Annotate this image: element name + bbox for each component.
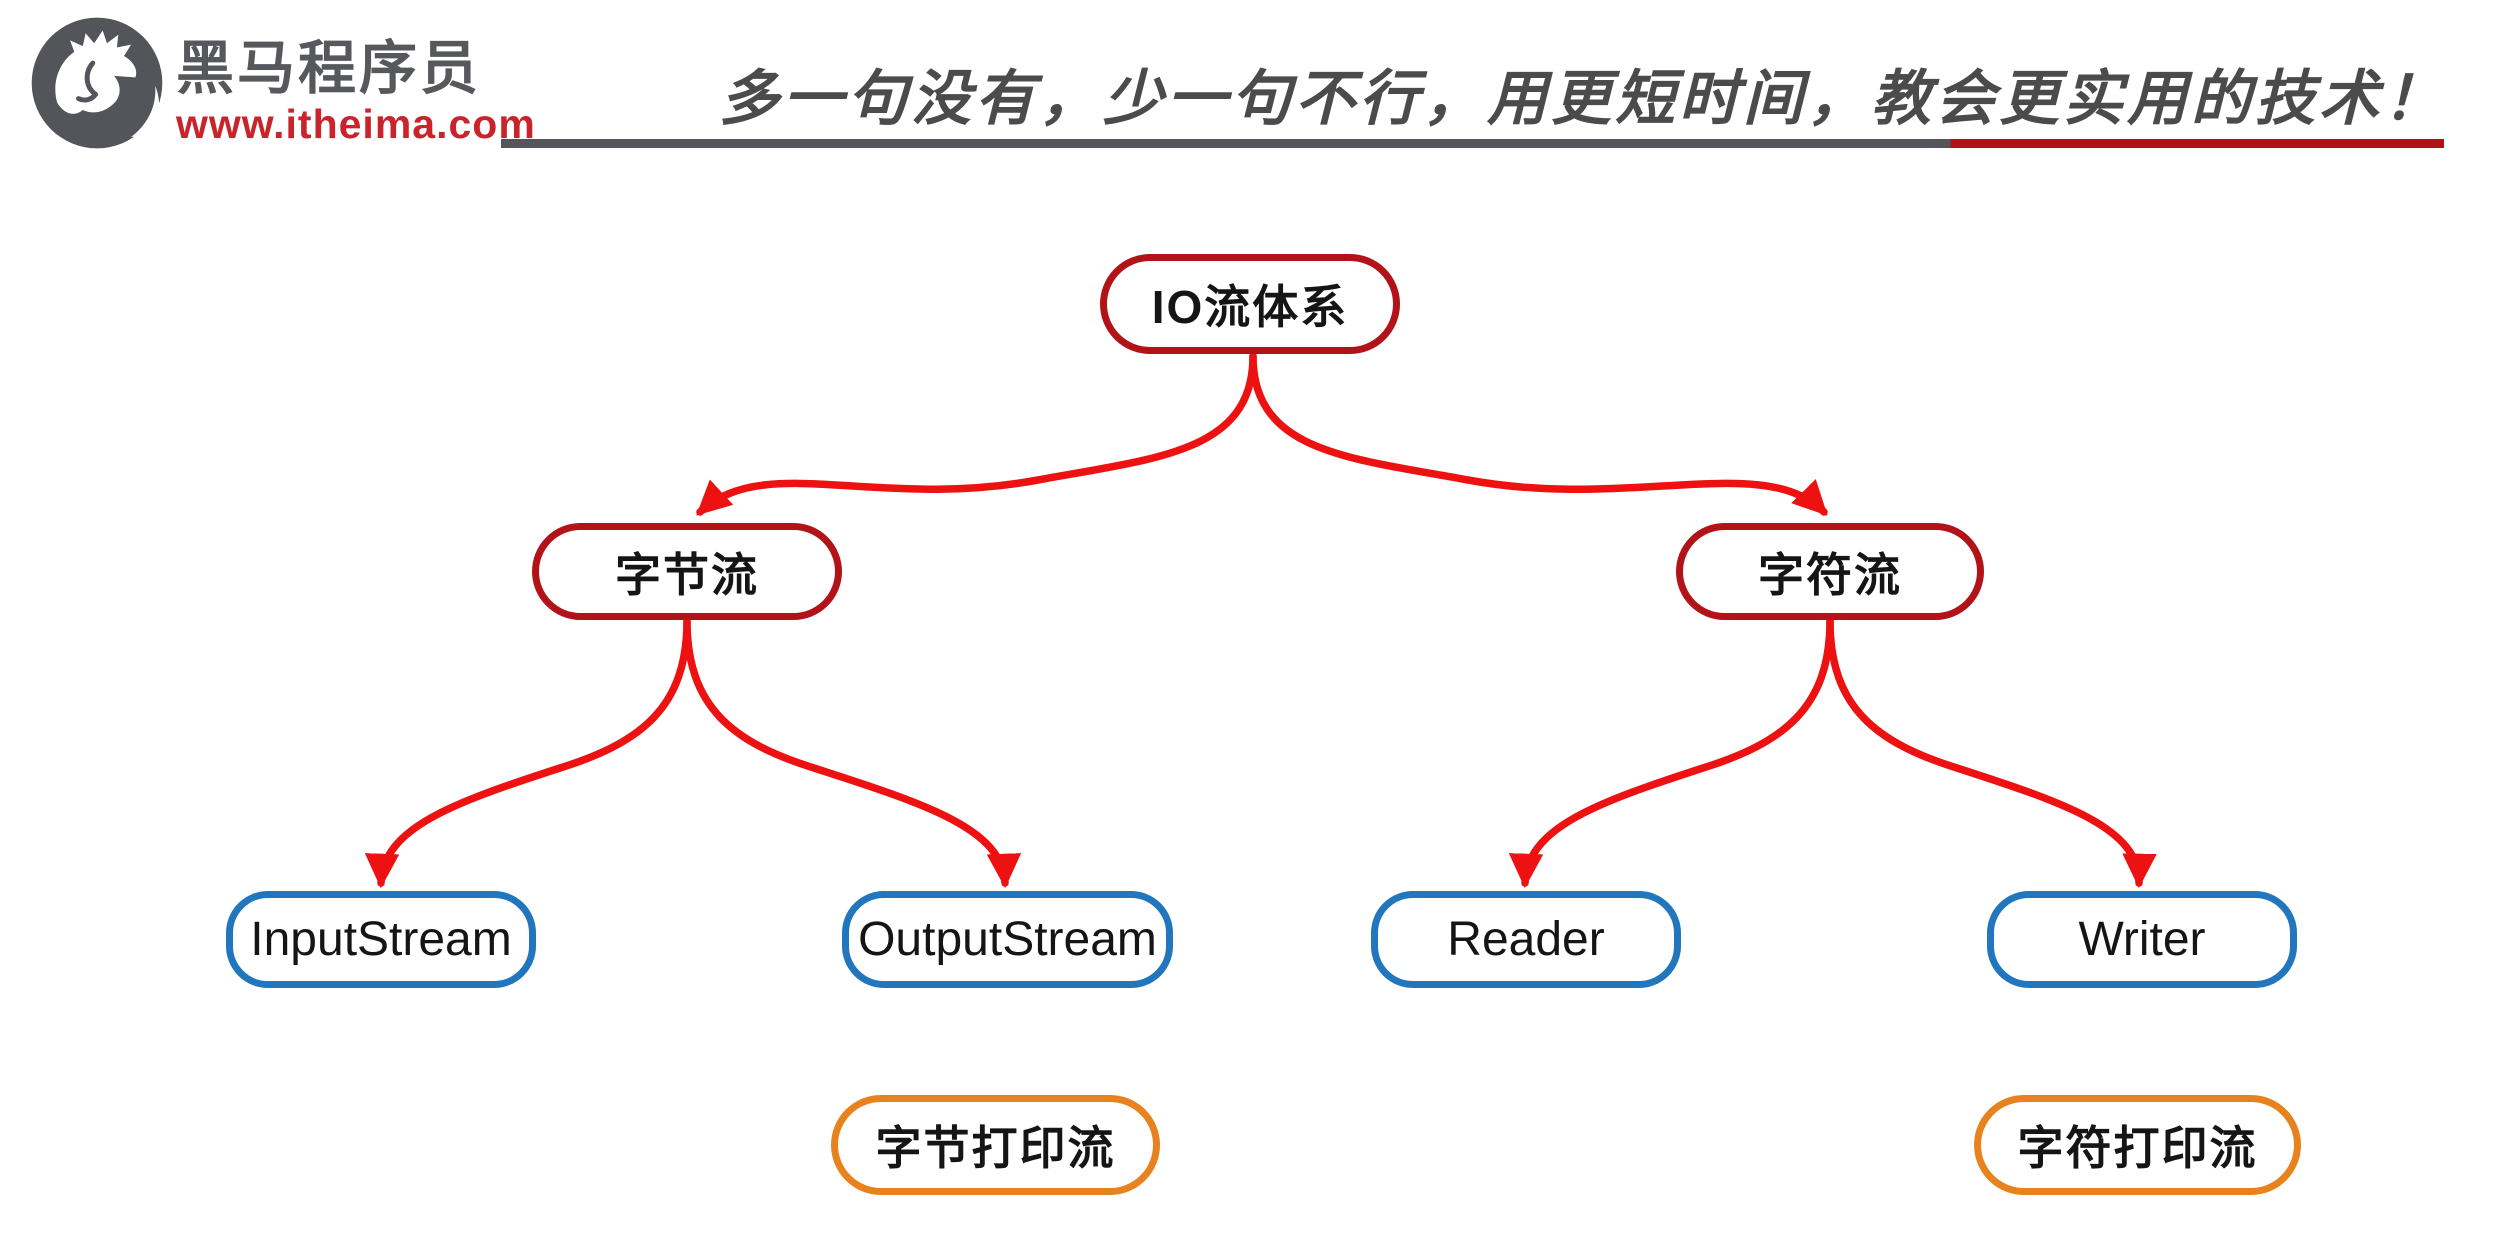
- node-char-stream: 字符流: [1676, 523, 1984, 620]
- brand-name: 黑马程序员: [176, 36, 482, 101]
- node-reader: Reader: [1371, 891, 1681, 988]
- brand-block: 黑马程序员 www.itheima.com: [176, 40, 536, 145]
- node-byte-stream: 字节流: [532, 523, 842, 620]
- node-label: 字节打印流: [875, 1122, 1116, 1174]
- header-divider-rule: [501, 139, 2444, 148]
- node-label: Writer: [2078, 913, 2206, 966]
- arrow-root-to-char-stream: [1249, 352, 1828, 516]
- node-label: 字节流: [615, 548, 759, 601]
- arrow-byte-to-inputstream: [364, 617, 691, 889]
- node-label: OutputStream: [858, 913, 1157, 966]
- slogan-text: 多一句没有，少一句不行，用更短时间，教会更实用的技术！: [719, 64, 2447, 134]
- horse-head-logo-icon: [31, 17, 163, 149]
- node-io-stream-system: IO流体系: [1100, 254, 1400, 354]
- node-inputstream: InputStream: [226, 891, 536, 988]
- brand-url: www.itheima.com: [176, 101, 536, 147]
- arrow-char-to-reader: [1508, 617, 1834, 889]
- arrow-byte-to-outputstream: [683, 617, 1022, 889]
- arrow-char-to-writer: [1826, 617, 2157, 889]
- arrow-root-to-byte-stream: [696, 352, 1257, 516]
- node-label: 字符打印流: [2017, 1122, 2258, 1174]
- node-label: Reader: [1447, 913, 1605, 966]
- node-outputstream: OutputStream: [842, 891, 1173, 988]
- node-label: InputStream: [250, 913, 512, 966]
- node-label: IO流体系: [1151, 281, 1349, 333]
- node-byte-print-stream: 字节打印流: [831, 1095, 1160, 1195]
- node-label: 字符流: [1758, 548, 1902, 601]
- node-char-print-stream: 字符打印流: [1974, 1095, 2301, 1195]
- node-writer: Writer: [1987, 891, 2297, 988]
